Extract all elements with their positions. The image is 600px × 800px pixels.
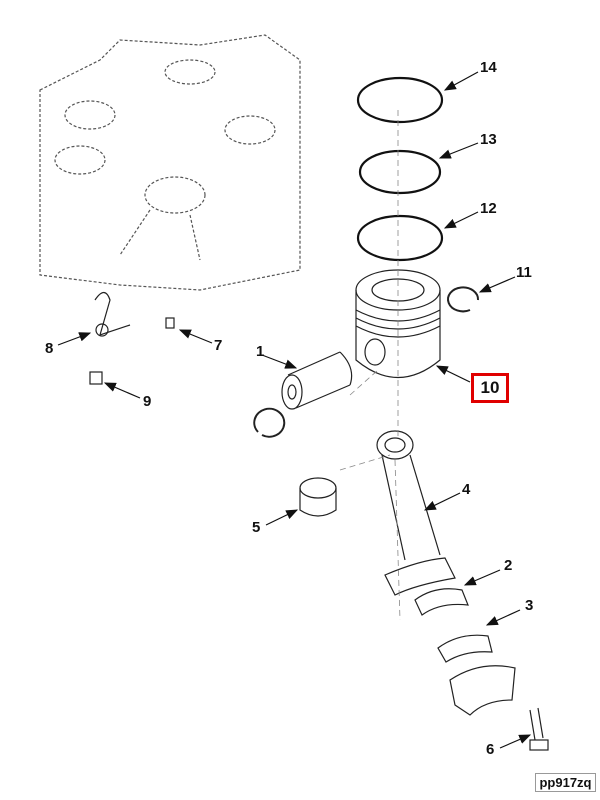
figure-id: pp917zq (535, 773, 596, 792)
engine-block (39, 34, 301, 291)
piston-rings (356, 76, 444, 262)
callout-3[interactable]: 3 (525, 597, 534, 614)
bearing-upper (414, 588, 469, 616)
screw-9 (89, 371, 103, 385)
snap-ring-1 (253, 407, 286, 438)
callout-7[interactable]: 7 (214, 337, 223, 354)
callout-14[interactable]: 14 (480, 59, 497, 76)
snap-ring-11 (447, 286, 480, 313)
bearing-lower (437, 634, 493, 663)
callout-6[interactable]: 6 (486, 741, 495, 758)
callout-12[interactable]: 12 (480, 200, 497, 217)
plug-7 (165, 317, 175, 329)
callout-1[interactable]: 1 (256, 343, 265, 360)
center-lines (339, 110, 401, 621)
oil-jet (94, 291, 131, 337)
callout-4[interactable]: 4 (462, 481, 471, 498)
callout-11[interactable]: 11 (516, 264, 532, 281)
rod-bolt (529, 707, 549, 751)
callout-13[interactable]: 13 (480, 131, 497, 148)
callout-9[interactable]: 9 (143, 393, 152, 410)
callout-5[interactable]: 5 (252, 519, 261, 536)
callout-8[interactable]: 8 (45, 340, 54, 357)
leader-arrows (57, 71, 532, 749)
piston-pin (281, 351, 353, 410)
rod-cap (449, 665, 516, 716)
callout-2[interactable]: 2 (504, 557, 513, 574)
bushing (299, 477, 337, 517)
callout-10-highlighted[interactable]: 10 (471, 373, 509, 403)
